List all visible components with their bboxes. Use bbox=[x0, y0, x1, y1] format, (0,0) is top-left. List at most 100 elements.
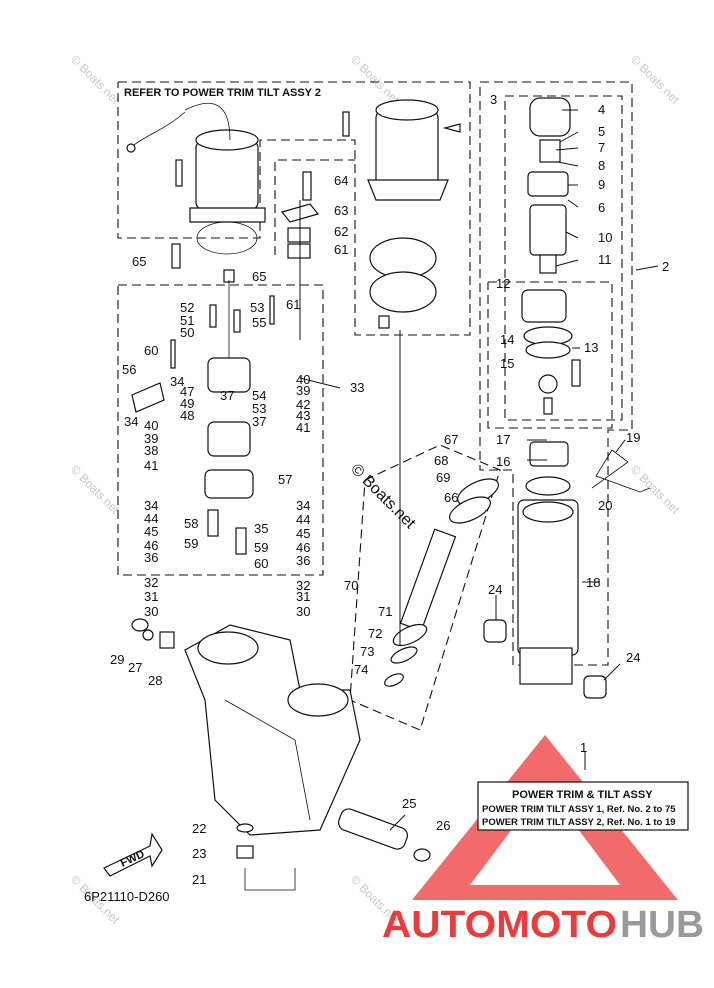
callout: 18 bbox=[586, 575, 600, 590]
callout: 70 bbox=[344, 578, 358, 593]
callout: 72 bbox=[368, 626, 382, 641]
callout: 41 bbox=[296, 420, 310, 435]
callout: 11 bbox=[598, 252, 612, 267]
callout: 57 bbox=[278, 472, 292, 487]
callout: 56 bbox=[122, 362, 136, 377]
callout: 26 bbox=[436, 818, 450, 833]
callout: 50 bbox=[180, 325, 194, 340]
trim-ram bbox=[483, 97, 651, 699]
legend-line-2: POWER TRIM TILT ASSY 2, Ref. No. 1 to 19 bbox=[482, 817, 676, 828]
callout: 37 bbox=[220, 388, 234, 403]
callout: 59 bbox=[184, 536, 198, 551]
callout: 62 bbox=[334, 224, 348, 239]
callout: 40 bbox=[144, 418, 158, 433]
watermark: © Boats.net bbox=[348, 52, 403, 107]
callout: 7 bbox=[598, 140, 605, 155]
callout: 33 bbox=[350, 380, 364, 395]
callout: 45 bbox=[144, 524, 158, 539]
callout: 36 bbox=[144, 550, 158, 565]
callout: 10 bbox=[598, 230, 612, 245]
callout: 31 bbox=[144, 589, 158, 604]
brand-logo bbox=[412, 735, 678, 900]
callout: 24 bbox=[626, 650, 640, 665]
callout: 45 bbox=[296, 526, 310, 541]
callout: 66 bbox=[444, 490, 458, 505]
callout: 30 bbox=[144, 604, 158, 619]
refer-header: REFER TO POWER TRIM TILT ASSY 2 bbox=[124, 87, 321, 99]
callout: 2 bbox=[662, 259, 669, 274]
callout: 38 bbox=[144, 443, 158, 458]
callout: 28 bbox=[148, 673, 162, 688]
gasket-stack bbox=[171, 171, 320, 283]
callout-labels: 1 2 3 4 5 7 8 9 6 10 11 12 13 14 15 16 1… bbox=[110, 92, 669, 887]
callout: 36 bbox=[296, 553, 310, 568]
watermark: © Boats.net bbox=[628, 462, 683, 517]
callout: 68 bbox=[434, 453, 448, 468]
callout: 4 bbox=[598, 102, 605, 117]
ram-inner-box bbox=[504, 95, 623, 421]
callout: 16 bbox=[496, 454, 510, 469]
callout: 55 bbox=[252, 315, 266, 330]
callout: 30 bbox=[296, 604, 310, 619]
callout: 37 bbox=[252, 414, 266, 429]
brand-part-1: AUTOMOTO bbox=[382, 904, 617, 946]
callout: 53 bbox=[252, 401, 266, 416]
callout: 74 bbox=[354, 662, 368, 677]
callout: 61 bbox=[286, 297, 300, 312]
fwd-arrow: FWD bbox=[103, 832, 163, 877]
callout: 54 bbox=[252, 388, 266, 403]
callout: 29 bbox=[110, 652, 124, 667]
trim-motor-left bbox=[126, 102, 266, 255]
callout: 40 bbox=[296, 372, 310, 387]
callout: 21 bbox=[192, 872, 206, 887]
callout: 39 bbox=[144, 431, 158, 446]
trim-motor-right bbox=[342, 99, 461, 329]
callout: 47 bbox=[180, 384, 194, 399]
callout: 64 bbox=[334, 173, 348, 188]
callout: 52 bbox=[180, 300, 194, 315]
fwd-label: FWD bbox=[119, 848, 147, 869]
callout: 71 bbox=[378, 604, 392, 619]
brand-part-2: HUB bbox=[620, 904, 704, 946]
callout: 46 bbox=[296, 540, 310, 555]
callout: 15 bbox=[500, 356, 514, 371]
callout: 43 bbox=[296, 408, 310, 423]
bracket-box-top bbox=[274, 159, 355, 255]
callout: 41 bbox=[144, 458, 158, 473]
callout: 23 bbox=[192, 846, 206, 861]
callout: 51 bbox=[180, 313, 194, 328]
callout: 60 bbox=[144, 343, 158, 358]
leader-lines bbox=[299, 109, 659, 831]
callout: 19 bbox=[626, 430, 640, 445]
callout: 34 bbox=[170, 374, 184, 389]
callout: 46 bbox=[144, 538, 158, 553]
callout: 12 bbox=[496, 276, 510, 291]
callout: 59 bbox=[254, 540, 268, 555]
callout: 9 bbox=[598, 177, 605, 192]
callout: 49 bbox=[180, 396, 194, 411]
callout: 73 bbox=[360, 644, 374, 659]
callout: 3 bbox=[490, 92, 497, 107]
callout: 8 bbox=[598, 158, 605, 173]
callout: 27 bbox=[128, 660, 142, 675]
legend-title: POWER TRIM & TILT ASSY bbox=[512, 789, 653, 801]
callout: 20 bbox=[598, 498, 612, 513]
callout: 48 bbox=[180, 408, 194, 423]
watermark: © Boats.net bbox=[628, 52, 683, 107]
brand-wordmark: AUTOMOTO HUB bbox=[382, 904, 704, 946]
watermark: © Boats.net bbox=[68, 462, 123, 517]
callout: 67 bbox=[444, 432, 458, 447]
callout: 32 bbox=[296, 578, 310, 593]
callout: 24 bbox=[488, 582, 502, 597]
callout: 6 bbox=[598, 200, 605, 215]
callout: 22 bbox=[192, 821, 206, 836]
assy2-refer-box bbox=[117, 81, 471, 336]
callout: 44 bbox=[144, 511, 158, 526]
callout: 35 bbox=[254, 521, 268, 536]
callout: 1 bbox=[580, 740, 587, 755]
callout: 53 bbox=[250, 300, 264, 315]
group-boxes bbox=[117, 81, 633, 731]
watermark: © Boats.net bbox=[68, 52, 123, 107]
figure-code: 6P21110-D260 bbox=[84, 889, 170, 904]
